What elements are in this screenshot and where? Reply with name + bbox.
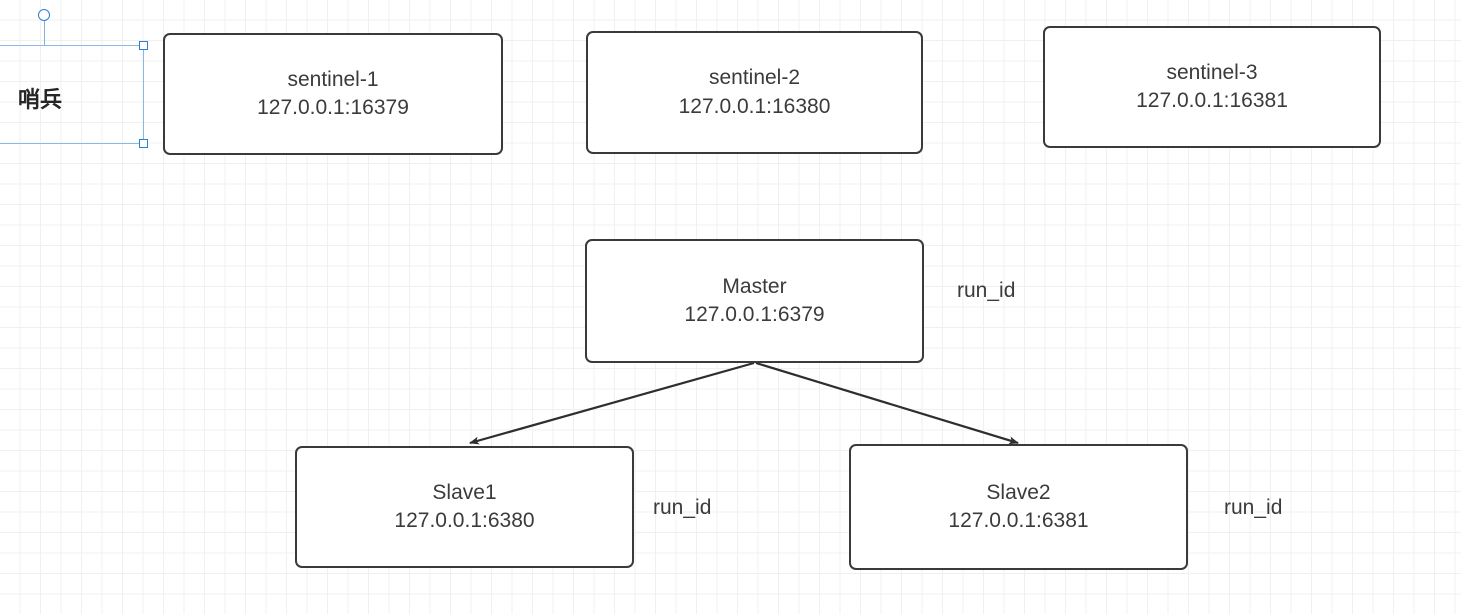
node-slave2[interactable]: Slave2 127.0.0.1:6381 [849,444,1188,570]
node-sentinel-3-address: 127.0.0.1:16381 [1136,89,1288,112]
node-sentinel-2-address: 127.0.0.1:16380 [678,94,831,118]
bottom-right-resize-handle[interactable] [139,139,148,148]
edge-master-to-slave1 [469,361,755,445]
edge-master-to-slave2 [755,361,1019,445]
node-sentinel-3-name: sentinel-3 [1166,60,1258,84]
label-slave1-run-id: run_id [653,496,712,519]
node-master-name: Master [722,274,787,298]
node-master-address: 127.0.0.1:6379 [684,303,825,326]
node-master[interactable]: Master 127.0.0.1:6379 [585,239,924,363]
node-sentinel-2-name: sentinel-2 [708,66,801,90]
node-sentinel-2[interactable]: sentinel-2 127.0.0.1:16380 [586,31,923,154]
node-slave1-address: 127.0.0.1:6380 [394,509,535,532]
selection-shape-label: 哨兵 [18,87,63,112]
rotate-handle-icon[interactable] [38,9,50,21]
node-slave2-address: 127.0.0.1:6381 [948,509,1089,532]
node-slave1-name: Slave1 [432,480,497,504]
node-slave1[interactable]: Slave1 127.0.0.1:6380 [295,446,634,568]
node-sentinel-3[interactable]: sentinel-3 127.0.0.1:16381 [1043,26,1381,148]
node-slave2-name: Slave2 [986,480,1051,504]
label-slave2-run-id: run_id [1224,496,1283,519]
selection-bounding-box[interactable] [0,45,144,144]
label-master-run-id: run_id [957,279,1016,302]
rotate-handle-stem [44,20,45,45]
node-sentinel-1[interactable]: sentinel-1 127.0.0.1:16379 [163,33,503,155]
node-sentinel-1-name: sentinel-1 [287,67,379,91]
top-right-resize-handle[interactable] [139,41,148,50]
node-sentinel-1-address: 127.0.0.1:16379 [257,96,409,119]
